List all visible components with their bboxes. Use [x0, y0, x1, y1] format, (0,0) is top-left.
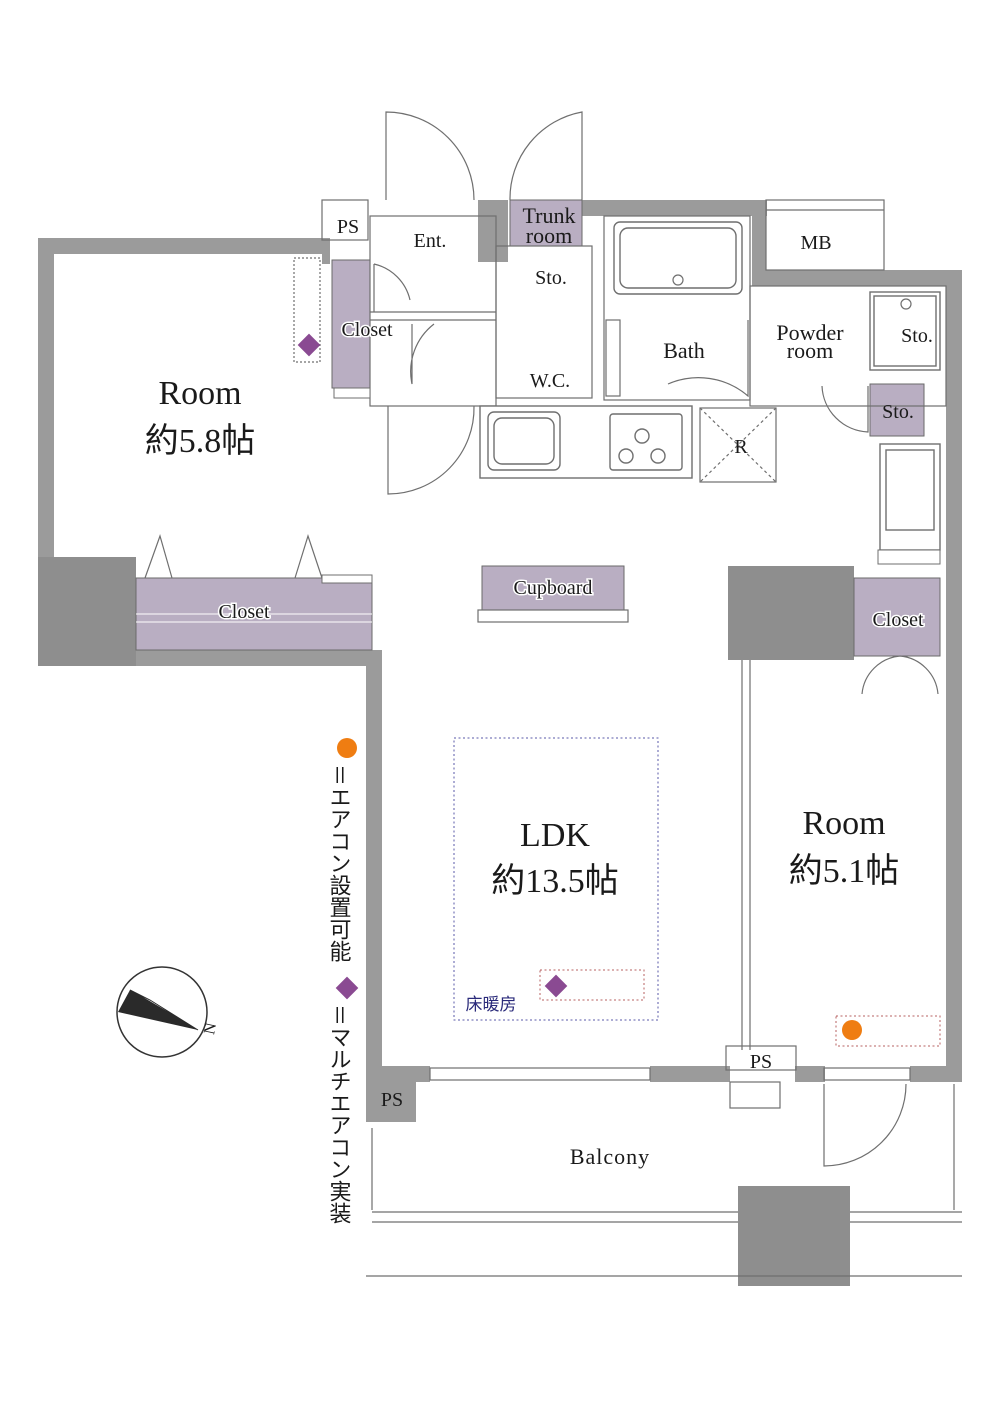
ps-balcony-right-label: PS [750, 1051, 772, 1073]
closet-east-label: Closet [872, 609, 924, 631]
closet-entry-label: Closet [341, 319, 393, 341]
trunk-room [509, 199, 583, 247]
balcony-label: Balcony [570, 1144, 650, 1169]
cupboard [481, 565, 625, 611]
room-east-size: 約5.1帖 [789, 852, 900, 890]
storage-wc-label: Sto. [535, 267, 567, 289]
closet-east-room [853, 577, 941, 657]
legend-aircon-dot [337, 738, 357, 758]
cupboard-label: Cupboard [514, 577, 593, 599]
trunk-room-label-2: room [526, 223, 572, 248]
wc-label: W.C. [530, 370, 570, 392]
legend-multi-text: ＝マルチエアコン実装 [326, 1004, 352, 1224]
floor-heating-label: 床暖房 [466, 995, 517, 1015]
mb-label: MB [800, 232, 831, 254]
powder-room-label-1: Powder [776, 320, 844, 345]
trunk-room-label-1: Trunk [523, 203, 576, 228]
walls [38, 200, 962, 1286]
ldk-size: 約13.5帖 [491, 862, 619, 900]
legend-aircon-text: ＝エアコン設置可能 [326, 764, 351, 962]
room-west-size: 約5.8帖 [145, 422, 256, 460]
ps-top-label: PS [337, 216, 359, 238]
aircon-marker-east [842, 1020, 862, 1040]
storage-powder-label: Sto. [901, 325, 933, 347]
doors [144, 111, 939, 1167]
compass: N [116, 966, 220, 1058]
entrance-label: Ent. [414, 230, 447, 252]
refrigerator-label: R [734, 436, 748, 458]
bath-label: Bath [663, 338, 705, 363]
interior-lines [293, 199, 962, 1277]
ldk-name: LDK [520, 817, 590, 854]
closet-west-label: Closet [218, 601, 270, 623]
powder-room-label-2: room [787, 338, 833, 363]
legend-multi-diamond [335, 976, 359, 1000]
ps-balcony-left-label: PS [381, 1089, 403, 1111]
multi-aircon-marker-west [297, 333, 321, 357]
multi-aircon-marker-ldk [544, 974, 568, 998]
storage-hall-label: Sto. [882, 401, 914, 423]
room-east-name: Room [802, 805, 885, 842]
room-west-name: Room [158, 375, 241, 412]
storage-areas [135, 199, 941, 657]
compass-north-label: N [201, 1021, 220, 1036]
